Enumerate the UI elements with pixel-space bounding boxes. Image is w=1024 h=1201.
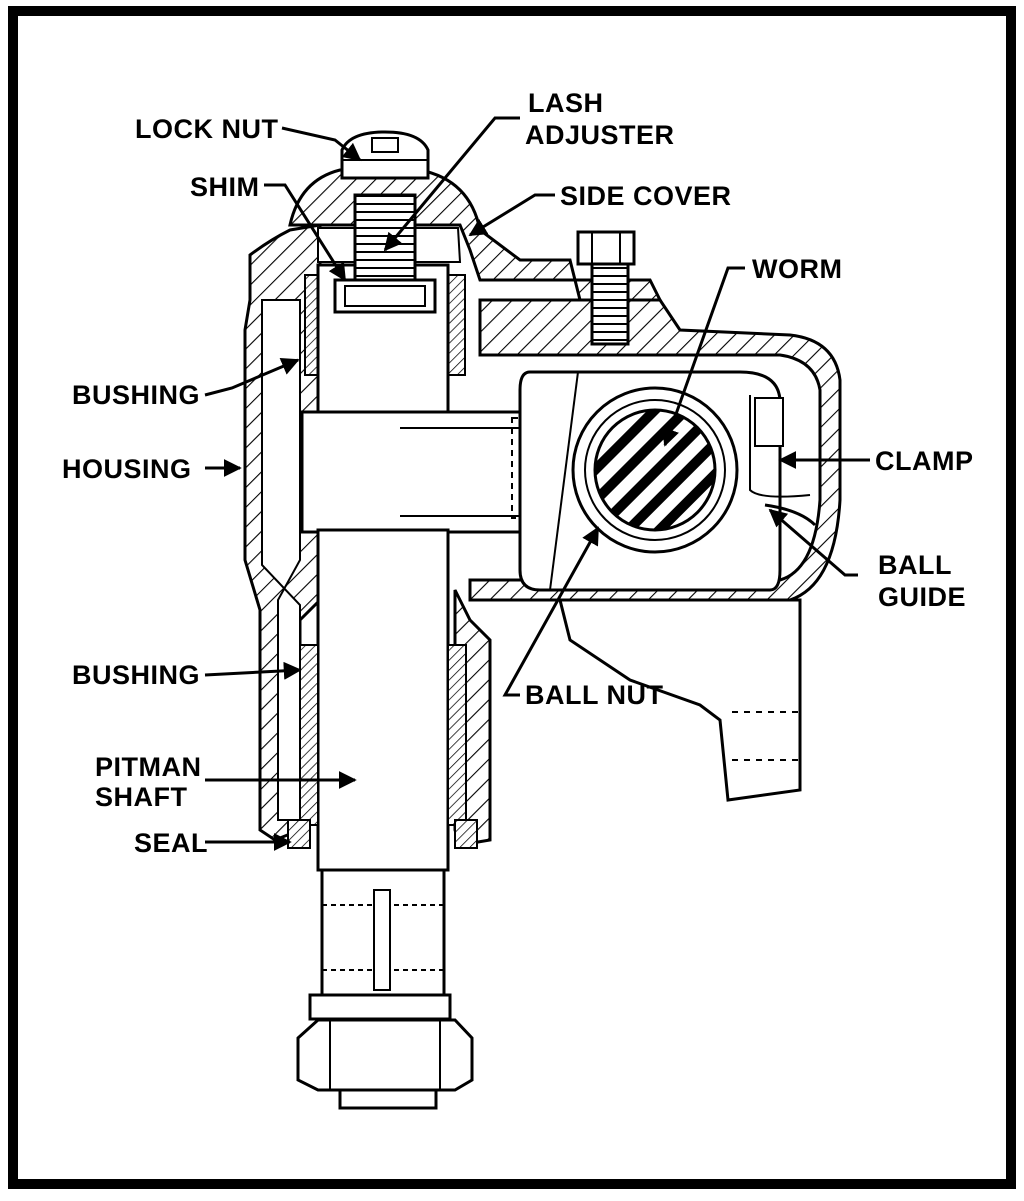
label-clamp: CLAMP — [875, 446, 974, 476]
lower-bushing-right — [447, 644, 467, 826]
seal-left — [287, 819, 311, 849]
label-bushing-lower: BUSHING — [72, 660, 200, 690]
label-ball-guide-line2: GUIDE — [878, 582, 966, 612]
seal-right — [454, 819, 478, 849]
label-lash-adjuster-line1: LASH — [528, 88, 604, 118]
ball-guide — [764, 503, 817, 527]
leader-lines — [204, 116, 870, 851]
label-seal: SEAL — [134, 828, 208, 858]
label-ball-guide-line1: BALL — [878, 550, 952, 580]
labels: LOCK NUT LASH ADJUSTER SHIM SIDE COVER W… — [62, 88, 974, 858]
lower-bushing-left — [299, 644, 319, 826]
label-lash-adjuster-line2: ADJUSTER — [525, 120, 675, 150]
label-lock-nut: LOCK NUT — [135, 114, 278, 144]
label-ball-nut: BALL NUT — [525, 680, 664, 710]
side-cover-bolt — [576, 230, 636, 346]
clamp — [749, 395, 811, 498]
label-side-cover: SIDE COVER — [560, 181, 732, 211]
label-bushing-upper: BUSHING — [72, 380, 200, 410]
label-housing: HOUSING — [62, 454, 192, 484]
lock-nut — [340, 130, 430, 180]
label-worm: WORM — [752, 254, 842, 284]
label-pitman-shaft-line2: SHAFT — [95, 782, 188, 812]
worm — [571, 386, 739, 554]
lash-adjuster — [333, 193, 437, 314]
label-pitman-shaft-line1: PITMAN — [95, 752, 202, 782]
label-shim: SHIM — [190, 172, 260, 202]
